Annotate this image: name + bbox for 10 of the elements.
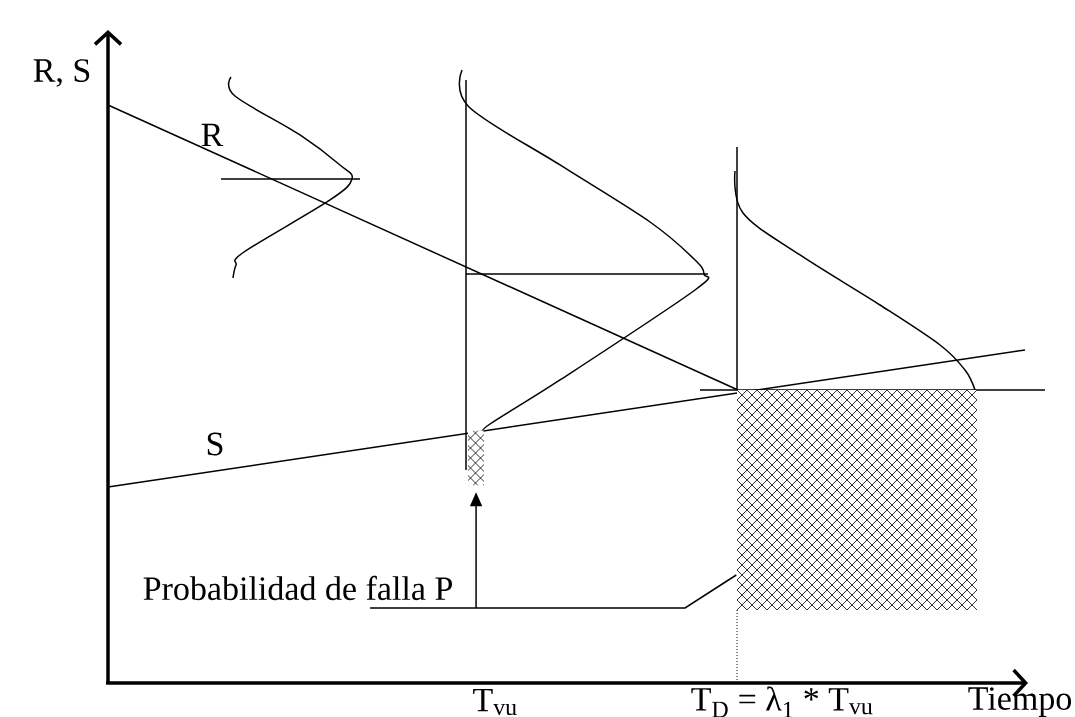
axis-label: S xyxy=(207,432,223,456)
axis-label: T$_{D}$ = λ$_{1}$ * T$_{vu}$ xyxy=(691,686,873,717)
axis-label: Tiempo xyxy=(968,687,1071,717)
axis-label: R xyxy=(201,123,224,147)
axis-label: T$_{vu}$ xyxy=(473,688,517,716)
hatched-area xyxy=(468,430,484,486)
leader-line xyxy=(369,574,737,609)
axis-label: R, S xyxy=(33,59,90,87)
leader-text: Probabilidad de falla P xyxy=(143,575,452,601)
hatched-area xyxy=(737,390,977,610)
